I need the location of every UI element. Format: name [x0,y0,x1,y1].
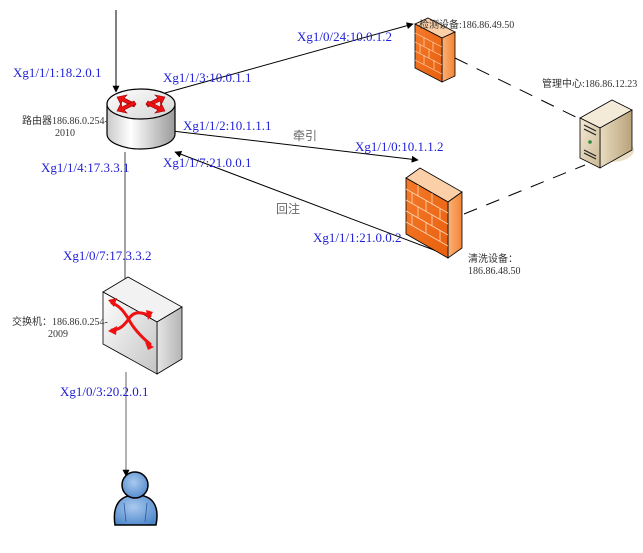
user-icon[interactable] [113,471,158,526]
switch-icon[interactable] [102,276,183,375]
iface-s-xg107: Xg1/0/7:17.3.3.2 [63,248,151,263]
iface-r-xg112: Xg1/1/2:10.1.1.1 [183,118,271,133]
switch-label: 交换机：186.86.0.254- [12,315,108,328]
clean-device-firewall-icon[interactable] [405,167,463,259]
iface-r-xg114: Xg1/1/4:17.3.3.1 [41,160,129,175]
clean-device-label-line2: 186.86.48.50 [468,266,521,277]
link-router-clean-divert [171,130,419,163]
link-router-detect [164,22,414,94]
reinject-label: 回注 [276,201,300,216]
iface-r-xg113: Xg1/1/3:10.0.1.1 [163,70,251,85]
links [112,10,586,477]
detect-device-firewall-icon[interactable] [414,17,456,83]
link-clean-mgmt [463,164,586,215]
mgmt-center-server-icon[interactable] [579,99,634,169]
iface-c-xg111: Xg1/1/1:21.0.0.2 [313,230,401,245]
mgmt-center-label: 管理中心:186.86.12.23 [542,77,637,90]
detect-device-label: 检测设备:186.86.49.50 [419,18,514,31]
switch-label-line2: 2009 [48,329,68,340]
router-label: 路由器186.86.0.254- [22,114,108,127]
iface-d-xg1024: Xg1/0/24:10.0.1.2 [297,29,392,44]
divert-label: 牵引 [293,129,317,143]
link-clean-router-reinject [174,150,448,256]
iface-s-xg103: Xg1/0/3:20.2.0.1 [60,384,148,399]
router-icon[interactable] [106,88,176,150]
clean-device-label: 清洗设备： [468,252,518,265]
iface-r-xg111: Xg1/1/1:18.2.0.1 [13,65,101,80]
iface-r-xg117: Xg1/1/7:21.0.0.1 [163,155,251,170]
iface-c-xg110: Xg1/1/0:10.1.1.2 [355,139,443,154]
router-label-line2: 2010 [55,128,75,139]
